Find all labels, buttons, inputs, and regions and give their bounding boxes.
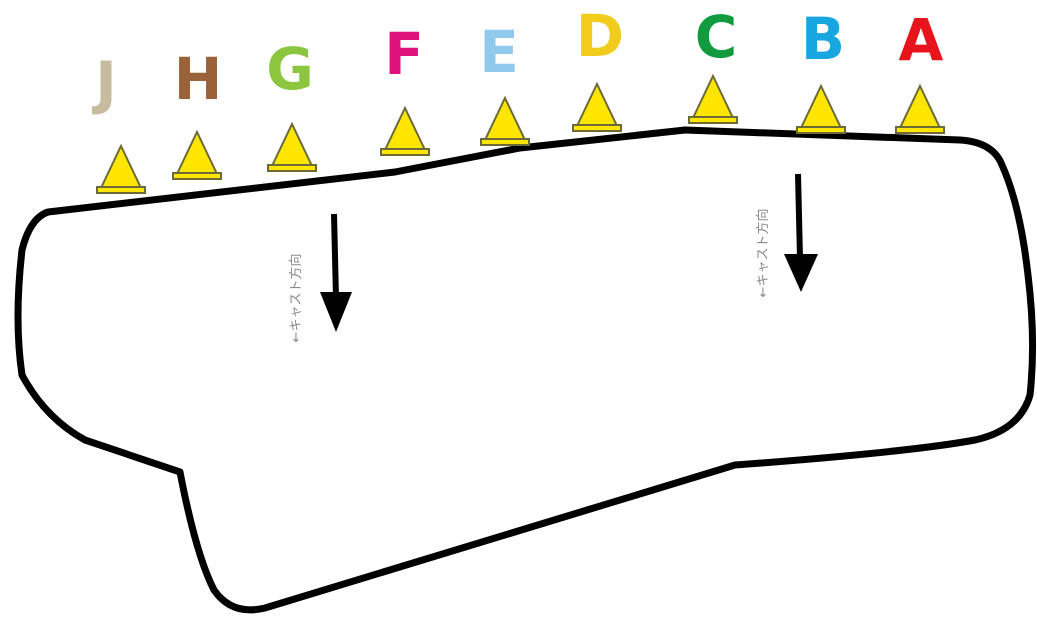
cone-base [172, 172, 222, 180]
point-label-F: F [384, 20, 424, 88]
cast-arrow-left [320, 213, 352, 332]
cone-icon [99, 143, 143, 189]
cone-base [895, 126, 945, 134]
cone-icon [483, 95, 527, 141]
cone-base [572, 124, 622, 132]
cone-icon [898, 83, 942, 129]
point-B: B [796, 5, 846, 134]
point-F: F [380, 20, 430, 156]
pond-outline [14, 126, 1037, 614]
cast-direction-label-left: ←キャスト方向 [288, 254, 304, 343]
cast-direction-label-right: ←キャスト方向 [755, 209, 771, 298]
cone-base [96, 186, 146, 194]
point-label-B: B [801, 5, 845, 73]
cone-icon [691, 73, 735, 119]
point-label-C: C [695, 3, 738, 71]
cone-base [688, 116, 738, 124]
point-label-D: D [576, 2, 624, 70]
cone-base [267, 164, 317, 172]
point-H: H [172, 45, 223, 180]
point-C: C [688, 3, 738, 124]
cone-base [480, 138, 530, 146]
point-label-A: A [899, 6, 944, 74]
point-label-J: J [91, 49, 117, 117]
point-D: D [572, 2, 624, 132]
point-G: G [266, 35, 317, 172]
cone-base [380, 148, 430, 156]
cone-base [796, 126, 846, 134]
point-A: A [895, 6, 945, 134]
point-label-E: E [479, 18, 519, 86]
point-E: E [479, 18, 530, 146]
arrow-shaft [331, 213, 339, 299]
arrow-down-icon [784, 254, 818, 292]
point-label-G: G [266, 35, 314, 103]
cone-icon [575, 81, 619, 127]
cone-icon [270, 121, 314, 167]
cone-icon [383, 105, 427, 151]
arrow-down-icon [320, 292, 352, 332]
arrow-shaft [795, 173, 803, 259]
point-J: J [91, 49, 146, 194]
cone-row: A B C D E F [91, 2, 945, 194]
point-label-H: H [174, 45, 223, 113]
cast-arrow-right [784, 173, 818, 292]
cone-icon [175, 129, 219, 175]
cone-icon [799, 83, 843, 129]
